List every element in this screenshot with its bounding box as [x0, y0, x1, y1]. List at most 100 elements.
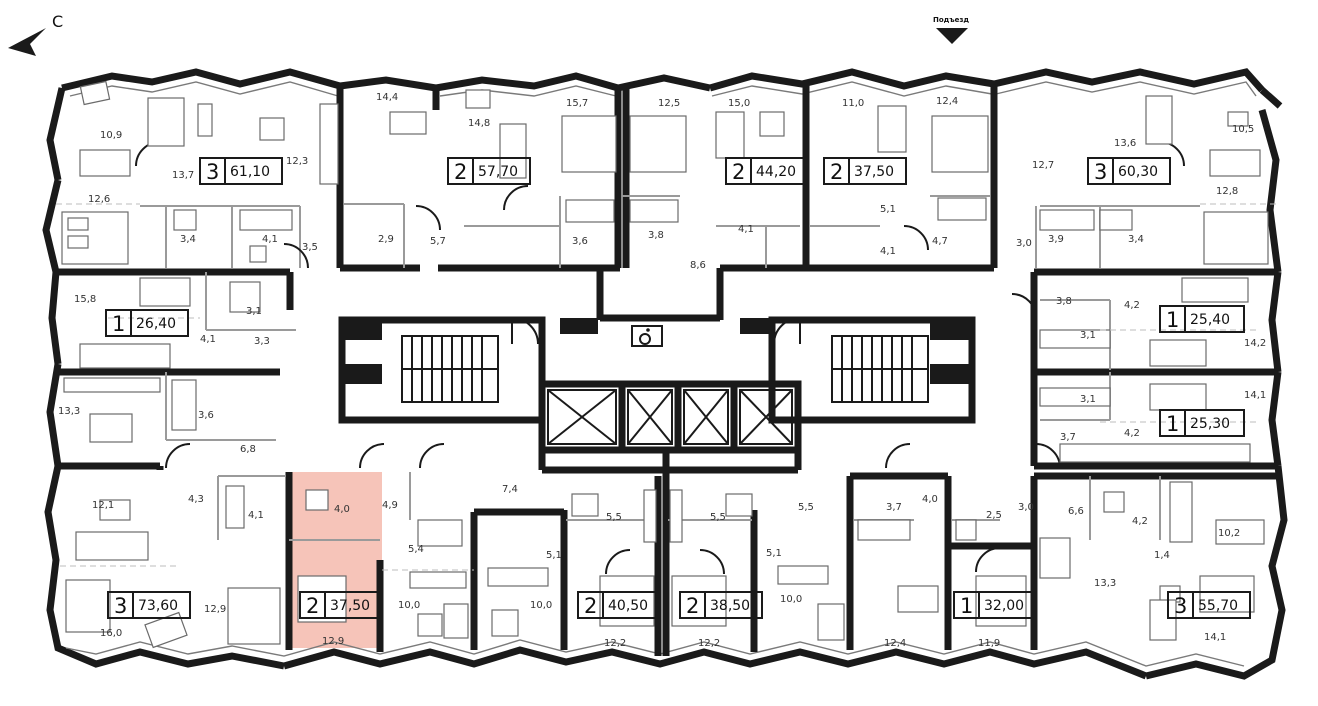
apartment-label[interactable]: 3 61,10: [199, 157, 283, 185]
room-area: 4,9: [382, 500, 398, 511]
apartment-label[interactable]: 2 44,20: [725, 157, 809, 185]
central-core: [338, 316, 976, 476]
apartment-area: 26,40: [136, 316, 176, 332]
room-area: 5,7: [430, 236, 446, 247]
room-area: 12,5: [658, 98, 680, 109]
apartment-area: 32,00: [984, 598, 1024, 614]
room-area: 3,8: [648, 230, 664, 241]
room-area: 3,7: [886, 502, 902, 513]
apartment-rooms: 1: [112, 312, 125, 336]
room-area: 12,7: [1032, 160, 1054, 171]
zone-guides: [56, 203, 1278, 571]
room-area: 2,9: [378, 234, 394, 245]
room-area: 14,1: [1204, 632, 1226, 643]
room-area: 15,7: [566, 98, 588, 109]
apartment-label[interactable]: 1 25,40: [1159, 305, 1245, 333]
room-area: 2,5: [986, 510, 1002, 521]
internal-partitions: [140, 195, 1200, 541]
room-area: 6,8: [240, 444, 256, 455]
room-area: 3,3: [254, 336, 270, 347]
apartment-rooms: 3: [1174, 594, 1187, 618]
apartment-rooms: 2: [454, 160, 467, 184]
room-area: 3,6: [198, 410, 214, 421]
room-area: 5,4: [408, 544, 424, 555]
room-area: 10,5: [1232, 124, 1254, 135]
doors: [135, 141, 1185, 575]
apartment-area: 40,50: [608, 598, 648, 614]
apartment-area: 60,30: [1118, 164, 1158, 180]
apartment-area: 37,50: [330, 598, 370, 614]
room-area: 11,9: [978, 638, 1000, 649]
apartment-rooms: 2: [686, 594, 699, 618]
room-area: 14,4: [376, 92, 398, 103]
stair-right: [831, 335, 929, 403]
room-area: 6,6: [1068, 506, 1084, 517]
room-area-labels: 10,9 13,7 12,3 14,4 14,8 15,7 12,5 15,0 …: [58, 92, 1266, 649]
wheelchair-icon: [631, 325, 663, 347]
entrance-arrow-icon: [936, 28, 968, 44]
room-area: 3,4: [1128, 234, 1144, 245]
facade-walls: [42, 68, 1288, 680]
room-area: 12,4: [936, 96, 958, 107]
apartment-rooms: 1: [960, 594, 973, 618]
room-area: 5,1: [546, 550, 562, 561]
room-area: 7,4: [502, 484, 518, 495]
apartment-rooms: 3: [1094, 160, 1107, 184]
room-area: 4,2: [1132, 516, 1148, 527]
apartment-label[interactable]: 3 55,70: [1167, 591, 1251, 619]
apartment-labels: 3 61,10 2 57,70 2 44,20 2 37,50 3 60,30: [105, 157, 1251, 619]
apartment-label[interactable]: 1 25,30: [1159, 409, 1245, 437]
apartment-label[interactable]: 3 73,60: [107, 591, 191, 619]
apartment-label-highlighted[interactable]: 2 37,50: [299, 591, 379, 619]
room-area: 13,7: [172, 170, 194, 181]
apartment-rooms: 2: [830, 160, 843, 184]
room-area: 10,0: [530, 600, 552, 611]
room-area: 10,2: [1218, 528, 1240, 539]
room-area: 16,0: [100, 628, 122, 639]
apartment-rooms: 3: [114, 594, 127, 618]
apartment-label[interactable]: 2 57,70: [447, 157, 531, 185]
entrance-label: Подъезд: [933, 16, 969, 24]
apartment-label[interactable]: 3 60,30: [1087, 157, 1171, 185]
room-area: 5,5: [710, 512, 726, 523]
room-area: 15,8: [74, 294, 96, 305]
room-area: 3,6: [572, 236, 588, 247]
apartment-label[interactable]: 2 38,50: [679, 591, 763, 619]
room-area: 11,0: [842, 98, 864, 109]
apartment-label[interactable]: 1 26,40: [105, 309, 189, 337]
room-area: 12,6: [88, 194, 110, 205]
room-area: 4,7: [932, 236, 948, 247]
room-area: 10,9: [100, 130, 122, 141]
room-area: 5,5: [798, 502, 814, 513]
room-area: 4,1: [738, 224, 754, 235]
room-area: 14,2: [1244, 338, 1266, 349]
room-area: 12,4: [884, 638, 906, 649]
apartment-rooms: 2: [306, 594, 319, 618]
apartment-area: 25,30: [1190, 416, 1230, 432]
room-area: 4,2: [1124, 300, 1140, 311]
apartment-area: 73,60: [138, 598, 178, 614]
room-area: 14,1: [1244, 390, 1266, 401]
room-area: 3,7: [1060, 432, 1076, 443]
room-area: 5,1: [766, 548, 782, 559]
apartment-label[interactable]: 1 32,00: [953, 591, 1037, 619]
apartment-area: 37,50: [854, 164, 894, 180]
apartment-label[interactable]: 2 37,50: [823, 157, 907, 185]
room-area: 3,5: [302, 242, 318, 253]
room-area: 4,1: [200, 334, 216, 345]
room-area: 3,1: [1080, 330, 1096, 341]
partition-walls: [56, 84, 1278, 656]
room-area: 4,2: [1124, 428, 1140, 439]
room-area: 3,9: [1048, 234, 1064, 245]
facade-glazing: [65, 81, 1257, 667]
room-area: 4,0: [922, 494, 938, 505]
room-area: 1,4: [1154, 550, 1170, 561]
room-area: 3,8: [1056, 296, 1072, 307]
room-area: 15,0: [728, 98, 750, 109]
room-area: 12,3: [286, 156, 308, 167]
room-area: 12,9: [322, 636, 344, 647]
room-area: 10,0: [780, 594, 802, 605]
room-area: 3,4: [180, 234, 196, 245]
room-area: 4,0: [334, 504, 350, 515]
apartment-label[interactable]: 2 40,50: [577, 591, 661, 619]
